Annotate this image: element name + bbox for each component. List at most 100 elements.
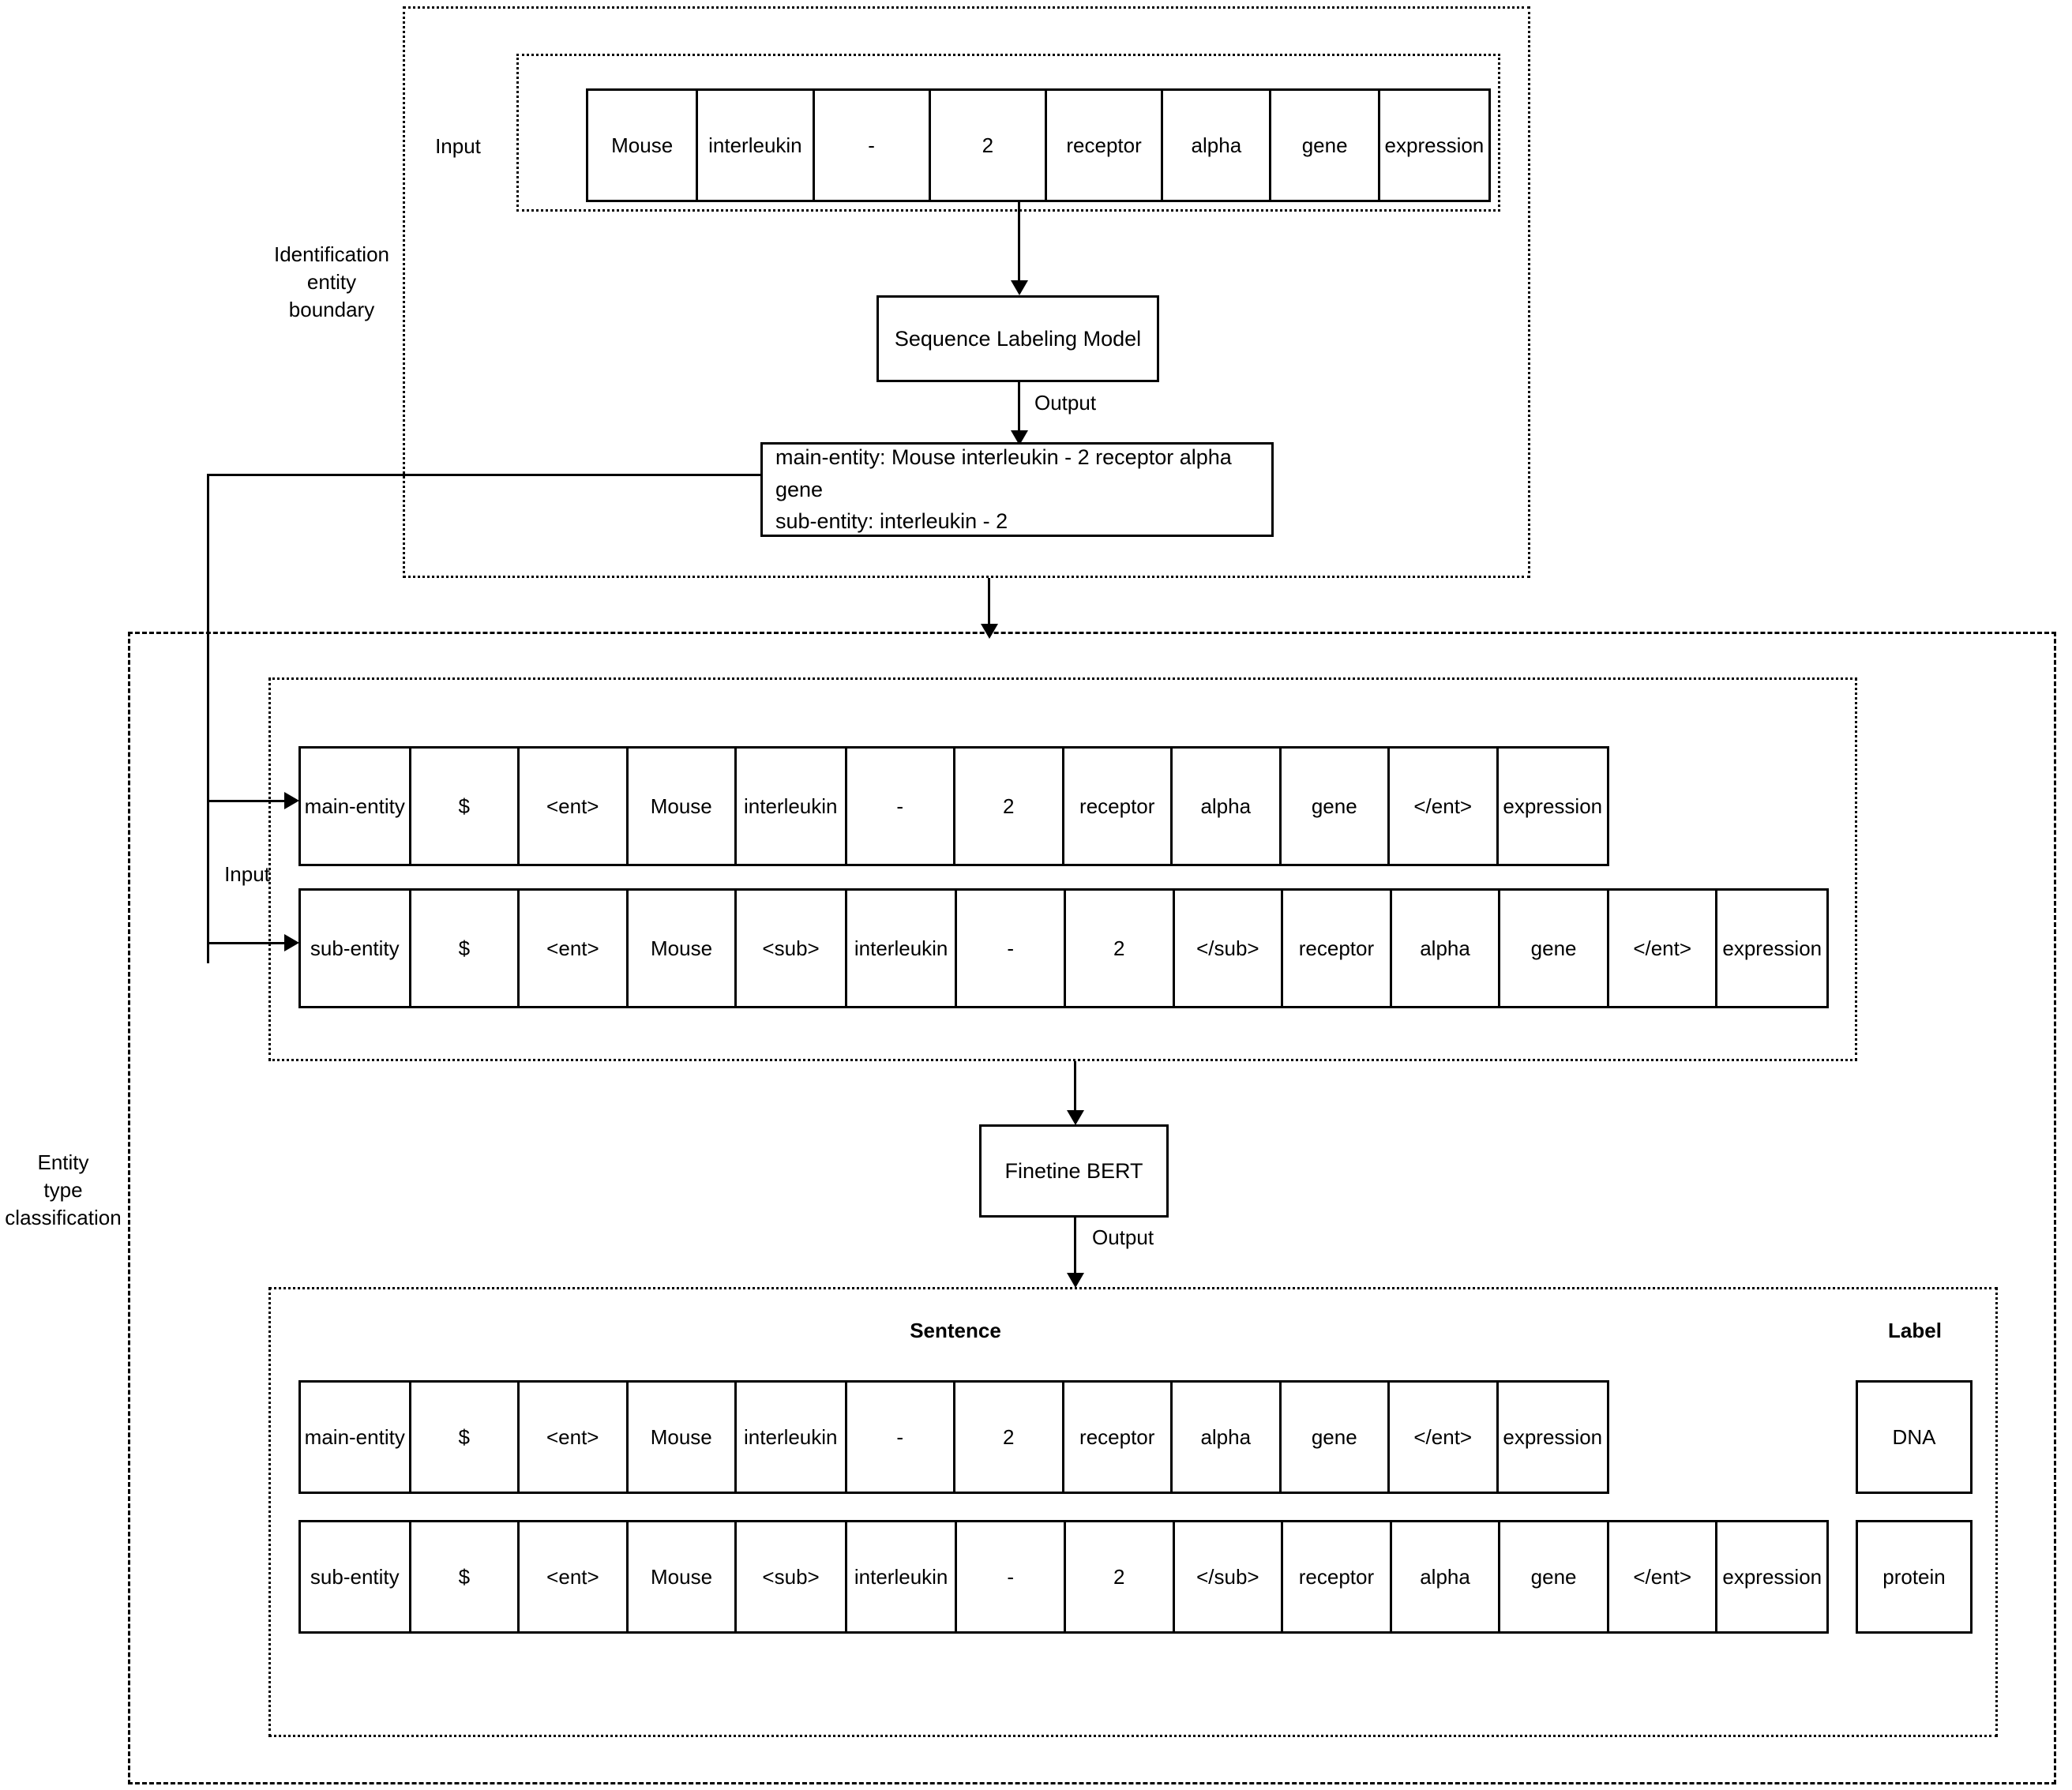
stage2-arrow-line-1	[1074, 1061, 1076, 1118]
token-cell: expression	[1717, 1522, 1827, 1631]
stage1-output-line-sub: sub-entity: interleukin - 2	[775, 509, 1008, 534]
stage2-sub-entity-row: sub-entity$<ent>Mouse<sub>interleukin-2<…	[298, 888, 1829, 1008]
token-cell: interleukin	[846, 1522, 958, 1631]
token-cell: $	[411, 1383, 520, 1492]
token-cell: Mouse	[628, 749, 737, 864]
token-cell: alpha	[1173, 749, 1282, 864]
stage3-sentence-header: Sentence	[910, 1319, 1001, 1342]
feedback-line-to-main-entity	[207, 800, 294, 802]
token-cell: -	[814, 91, 931, 200]
token-cell: Mouse	[588, 91, 699, 200]
token-cell: <ent>	[520, 749, 629, 864]
token-cell: gene	[1271, 91, 1380, 200]
identification-stage-boundary	[403, 6, 1530, 578]
stage2-input-label: Input	[224, 862, 270, 886]
token-cell: receptor	[1283, 891, 1392, 1006]
token-cell: receptor	[1064, 1383, 1173, 1492]
token-cell: gene	[1281, 1383, 1390, 1492]
stage1-output-line-main: main-entity: Mouse interleukin - 2 recep…	[775, 445, 1232, 501]
token-cell: interleukin	[737, 749, 847, 864]
sequence-labeling-model-label: Sequence Labeling Model	[894, 326, 1142, 351]
token-cell: </ent>	[1608, 1522, 1718, 1631]
token-cell: -	[957, 1522, 1066, 1631]
identification-stage-label: Identification entity boundary	[274, 242, 389, 322]
token-cell: sub-entity	[301, 1522, 411, 1631]
feedback-line-horizontal-top	[207, 474, 762, 476]
stage2-input-boundary	[268, 677, 1857, 1061]
token-cell: interleukin	[698, 91, 815, 200]
stage1-arrowhead-1	[1011, 280, 1028, 295]
token-cell: $	[411, 891, 520, 1006]
token-cell: main-entity	[301, 1383, 411, 1492]
token-cell: alpha	[1391, 1522, 1501, 1631]
finetune-bert-label: Finetine BERT	[1004, 1158, 1143, 1183]
stage1-to-stage2-line	[988, 578, 990, 632]
token-cell: alpha	[1391, 891, 1501, 1006]
stage2-arrowhead-1	[1067, 1110, 1084, 1125]
stage2-arrowhead-2	[1067, 1273, 1084, 1288]
feedback-arrowhead-main-entity	[284, 792, 299, 809]
token-cell: 2	[955, 1383, 1064, 1492]
stage1-input-boundary	[516, 54, 1500, 212]
token-cell: -	[846, 749, 955, 864]
token-cell: Mouse	[628, 1522, 738, 1631]
token-cell: -	[957, 891, 1066, 1006]
token-cell: 2	[930, 91, 1047, 200]
classification-stage-label: Entity type classification	[5, 1150, 122, 1230]
classification-stage-boundary	[128, 632, 2056, 1784]
token-cell: expression	[1498, 1383, 1607, 1492]
stage1-to-stage2-arrowhead	[981, 624, 998, 639]
token-cell: gene	[1281, 749, 1390, 864]
token-cell: gene	[1500, 1522, 1609, 1631]
token-cell: expression	[1717, 891, 1827, 1006]
stage1-output-label: Output	[1034, 391, 1097, 415]
token-cell: receptor	[1046, 91, 1164, 200]
stage3-sub-entity-label-box: protein	[1856, 1520, 1973, 1634]
token-cell: Mouse	[628, 891, 738, 1006]
token-cell: receptor	[1064, 749, 1173, 864]
token-cell: <ent>	[520, 1522, 629, 1631]
token-cell: <sub>	[737, 891, 847, 1006]
stage1-input-label: Input	[435, 134, 481, 158]
token-cell: alpha	[1173, 1383, 1282, 1492]
token-cell: receptor	[1283, 1522, 1392, 1631]
token-cell: $	[411, 1522, 520, 1631]
token-cell: <ent>	[520, 891, 629, 1006]
stage1-arrowhead-2	[1011, 430, 1028, 445]
token-cell: 2	[1066, 1522, 1175, 1631]
token-cell: alpha	[1163, 91, 1272, 200]
token-cell: $	[411, 749, 520, 864]
token-cell: <sub>	[737, 1522, 847, 1631]
stage2-arrow-line-2	[1074, 1218, 1076, 1285]
feedback-line-vertical	[207, 474, 209, 963]
token-cell: interleukin	[737, 1383, 847, 1492]
token-cell: </sub>	[1174, 1522, 1284, 1631]
token-cell: </ent>	[1390, 749, 1499, 864]
token-cell: interleukin	[846, 891, 958, 1006]
feedback-line-to-sub-entity	[207, 942, 294, 944]
token-cell: 2	[955, 749, 1064, 864]
stage3-main-entity-label: DNA	[1892, 1424, 1936, 1449]
stage3-output-boundary	[268, 1287, 1998, 1737]
feedback-arrowhead-sub-entity	[284, 934, 299, 951]
stage3-main-entity-label-box: DNA	[1856, 1380, 1973, 1494]
token-cell: </sub>	[1174, 891, 1284, 1006]
token-cell: Mouse	[628, 1383, 737, 1492]
finetune-bert-box: Finetine BERT	[979, 1124, 1169, 1218]
token-cell: main-entity	[301, 749, 411, 864]
token-cell: expression	[1379, 91, 1489, 200]
stage3-label-header: Label	[1888, 1319, 1942, 1342]
token-cell: -	[846, 1383, 955, 1492]
token-cell: 2	[1066, 891, 1175, 1006]
token-cell: gene	[1500, 891, 1609, 1006]
token-cell: sub-entity	[301, 891, 411, 1006]
token-cell: </ent>	[1390, 1383, 1499, 1492]
token-cell: </ent>	[1608, 891, 1718, 1006]
sequence-labeling-model-box: Sequence Labeling Model	[876, 295, 1159, 382]
token-cell: <ent>	[520, 1383, 629, 1492]
stage1-arrow-line-2	[1018, 382, 1020, 441]
